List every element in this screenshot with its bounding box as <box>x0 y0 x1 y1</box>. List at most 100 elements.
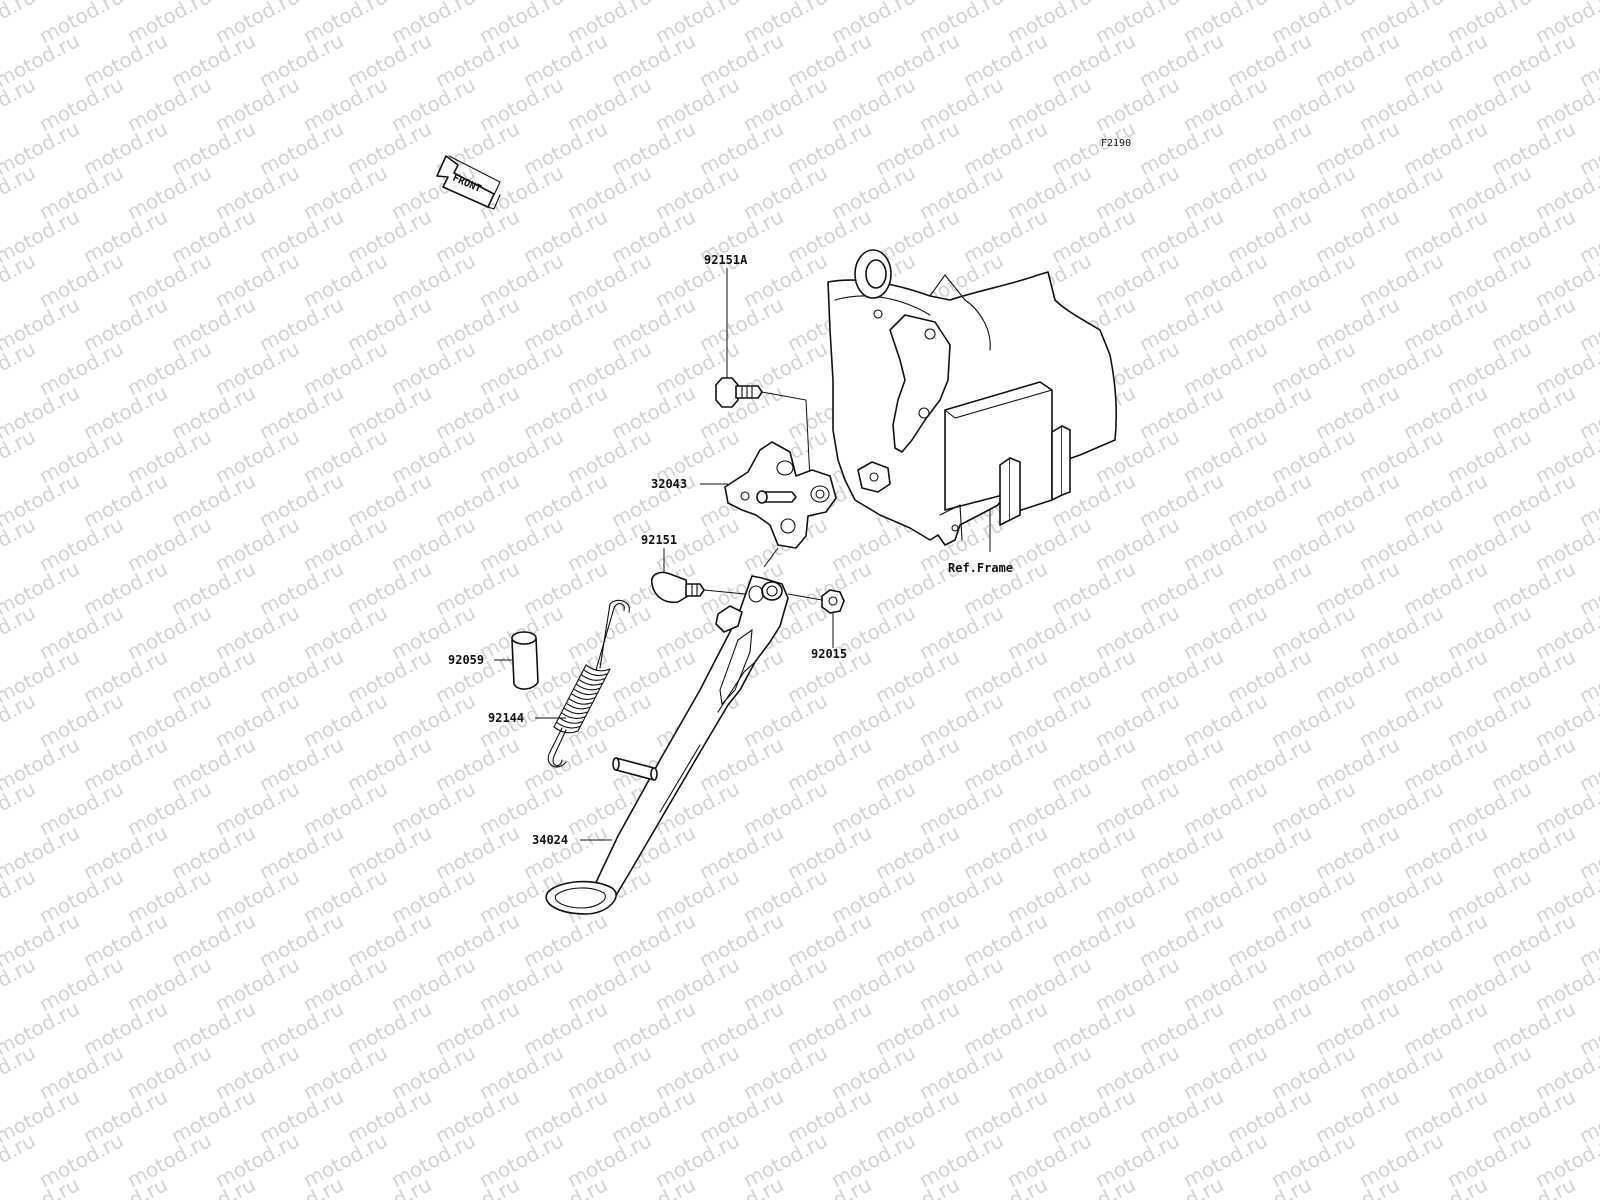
watermark-text: motod.ru <box>123 600 215 664</box>
watermark-text: motod.ru <box>167 644 259 708</box>
watermark-text: motod.ru <box>1267 952 1359 1016</box>
watermark-text: motod.ru <box>1311 644 1403 708</box>
watermark-text: motod.ru <box>1223 380 1315 444</box>
watermark-text: motod.ru <box>1223 820 1315 884</box>
spring-92144 <box>535 599 630 768</box>
watermark-text: motod.ru <box>387 424 479 488</box>
watermark-text: motod.ru <box>1047 204 1139 268</box>
watermark-text: motod.ru <box>167 204 259 268</box>
watermark-text: motod.ru <box>959 732 1051 796</box>
watermark-text: motod.ru <box>1179 864 1271 928</box>
watermark-text: motod.ru <box>651 952 743 1016</box>
bracket-32043 <box>700 441 837 549</box>
watermark-text: motod.ru <box>79 380 171 444</box>
watermark-text: motod.ru <box>1355 952 1447 1016</box>
watermark-text: motod.ru <box>1223 996 1315 1060</box>
watermark-text: motod.ru <box>79 468 171 532</box>
watermark-text: motod.ru <box>343 556 435 620</box>
watermark-text: motod.ru <box>783 116 875 180</box>
watermark-text: motod.ru <box>1311 908 1403 972</box>
watermark-text: motod.ru <box>915 776 1007 840</box>
watermark-text: motod.ru <box>1311 556 1403 620</box>
watermark-text: motod.ru <box>431 908 523 972</box>
watermark-text: motod.ru <box>1575 0 1600 4</box>
watermark-text: motod.ru <box>1443 776 1535 840</box>
watermark-text: motod.ru <box>1135 732 1227 796</box>
nut-92015 <box>821 589 845 648</box>
watermark-text: motod.ru <box>123 864 215 928</box>
watermark-text: motod.ru <box>563 1128 655 1192</box>
watermark-text: motod.ru <box>387 512 479 576</box>
watermark-text: motod.ru <box>1179 72 1271 136</box>
watermark-text: motod.ru <box>1399 380 1491 444</box>
watermark-text: motod.ru <box>1355 424 1447 488</box>
watermark-text: motod.ru <box>1487 28 1579 92</box>
watermark-text: motod.ru <box>387 1040 479 1104</box>
watermark-text: motod.ru <box>695 996 787 1060</box>
watermark-text: motod.ru <box>1399 292 1491 356</box>
watermark-text: motod.ru <box>783 908 875 972</box>
watermark-text: motod.ru <box>431 204 523 268</box>
watermark-text: motod.ru <box>1003 160 1095 224</box>
watermark-text: motod.ru <box>915 600 1007 664</box>
watermark-text: motod.ru <box>563 72 655 136</box>
watermark-text: motod.ru <box>167 820 259 884</box>
watermark-text: motod.ru <box>431 1084 523 1148</box>
watermark-text: motod.ru <box>211 688 303 752</box>
watermark-text: motod.ru <box>1003 688 1095 752</box>
watermark-text: motod.ru <box>123 160 215 224</box>
watermark-text: motod.ru <box>827 776 919 840</box>
watermark-text: motod.ru <box>387 776 479 840</box>
watermark-text: motod.ru <box>79 116 171 180</box>
watermark-text: motod.ru <box>1091 776 1183 840</box>
watermark-text: motod.ru <box>167 468 259 532</box>
watermark-text: motod.ru <box>739 160 831 224</box>
watermark-text: motod.ru <box>871 908 963 972</box>
watermark-text: motod.ru <box>123 248 215 312</box>
watermark-text: motod.ru <box>475 1128 567 1192</box>
watermark-text: motod.ru <box>1487 292 1579 356</box>
watermark-text: motod.ru <box>255 380 347 444</box>
watermark-text: motod.ru <box>79 556 171 620</box>
watermark-text: motod.ru <box>1267 864 1359 928</box>
watermark-text: motod.ru <box>1223 1084 1315 1148</box>
watermark-text: motod.ru <box>387 248 479 312</box>
watermark-text: motod.ru <box>1487 556 1579 620</box>
watermark-text: motod.ru <box>651 72 743 136</box>
watermark-text: motod.ru <box>79 1084 171 1148</box>
watermark-text: motod.ru <box>1443 72 1535 136</box>
watermark-text: motod.ru <box>1355 248 1447 312</box>
watermark-text: motod.ru <box>123 336 215 400</box>
watermark-text: motod.ru <box>695 1084 787 1148</box>
watermark-text: motod.ru <box>1091 688 1183 752</box>
watermark-text: motod.ru <box>871 1084 963 1148</box>
watermark-text: motod.ru <box>167 996 259 1060</box>
watermark-text: motod.ru <box>1399 908 1491 972</box>
watermark-text: motod.ru <box>1355 1040 1447 1104</box>
watermark-text: motod.ru <box>123 1128 215 1192</box>
watermark-text: motod.ru <box>519 468 611 532</box>
watermark-text: motod.ru <box>343 996 435 1060</box>
watermark-text: motod.ru <box>123 688 215 752</box>
watermark-text: motod.ru <box>827 952 919 1016</box>
watermark-text: motod.ru <box>1179 952 1271 1016</box>
watermark-text: motod.ru <box>1047 908 1139 972</box>
watermark-text: motod.ru <box>1311 116 1403 180</box>
watermark-text: motod.ru <box>827 160 919 224</box>
watermark-text: motod.ru <box>1179 600 1271 664</box>
watermark-text: motod.ru <box>1267 424 1359 488</box>
watermark-text: motod.ru <box>1487 732 1579 796</box>
watermark-text: motod.ru <box>123 776 215 840</box>
watermark-text: motod.ru <box>827 1128 919 1192</box>
watermark-text: motod.ru <box>739 1040 831 1104</box>
watermark-text: motod.ru <box>1047 556 1139 620</box>
frame-reference: Ref.Frame <box>827 249 1117 575</box>
watermark-text: motod.ru <box>1443 336 1535 400</box>
watermark-text: motod.ru <box>1267 600 1359 664</box>
watermark-text: motod.ru <box>607 644 699 708</box>
watermark-text: motod.ru <box>607 380 699 444</box>
watermark-text: motod.ru <box>79 908 171 972</box>
watermark-text: motod.ru <box>299 952 391 1016</box>
watermark-text: motod.ru <box>1311 28 1403 92</box>
